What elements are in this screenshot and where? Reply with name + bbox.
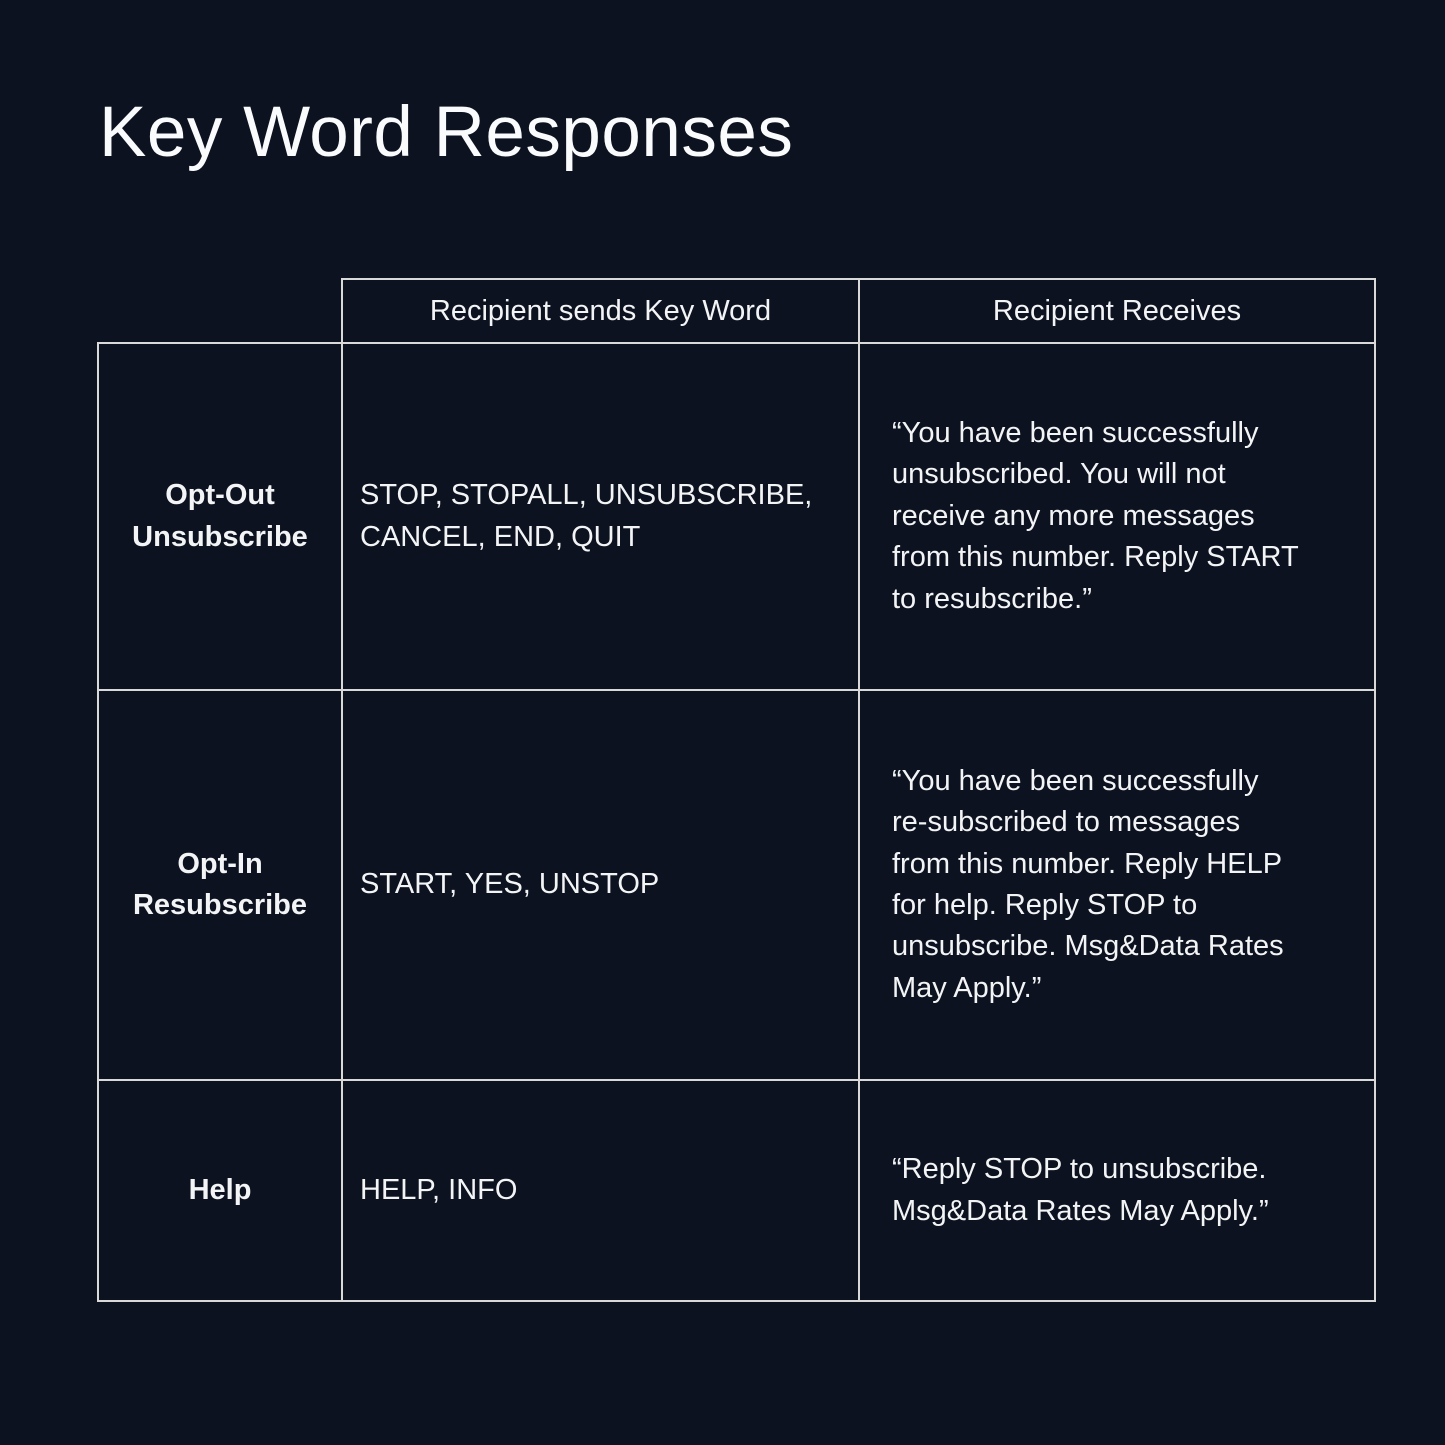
keyword-responses-table: Recipient sends Key Word Recipient Recei… bbox=[97, 278, 1376, 1302]
table-row-opt-in: Opt-In Resubscribe START, YES, UNSTOP “Y… bbox=[97, 689, 1376, 1081]
response-cell-opt-in: “You have been successfully re-subscribe… bbox=[858, 689, 1376, 1081]
keywords-cell-opt-out: STOP, STOPALL, UNSUBSCRIBE, CANCEL, END,… bbox=[341, 342, 860, 691]
row-label-opt-out-unsubscribe: Opt-Out Unsubscribe bbox=[97, 342, 343, 691]
keywords-cell-opt-in: START, YES, UNSTOP bbox=[341, 689, 860, 1081]
page-title: Key Word Responses bbox=[99, 93, 794, 172]
table-row-opt-out: Opt-Out Unsubscribe STOP, STOPALL, UNSUB… bbox=[97, 342, 1376, 691]
row-label-help: Help bbox=[97, 1079, 343, 1302]
table-row-help: Help HELP, INFO “Reply STOP to unsubscri… bbox=[97, 1079, 1376, 1302]
header-row: Recipient sends Key Word Recipient Recei… bbox=[98, 278, 1376, 344]
response-cell-help: “Reply STOP to unsubscribe. Msg&Data Rat… bbox=[858, 1079, 1376, 1302]
keywords-cell-help: HELP, INFO bbox=[341, 1079, 860, 1302]
response-cell-opt-out: “You have been successfully unsubscribed… bbox=[858, 342, 1376, 691]
row-label-opt-in-resubscribe: Opt-In Resubscribe bbox=[97, 689, 343, 1081]
column-header-recipient-receives: Recipient Receives bbox=[858, 278, 1376, 344]
column-header-recipient-sends: Recipient sends Key Word bbox=[341, 278, 860, 344]
corner-empty-cell bbox=[98, 279, 342, 343]
